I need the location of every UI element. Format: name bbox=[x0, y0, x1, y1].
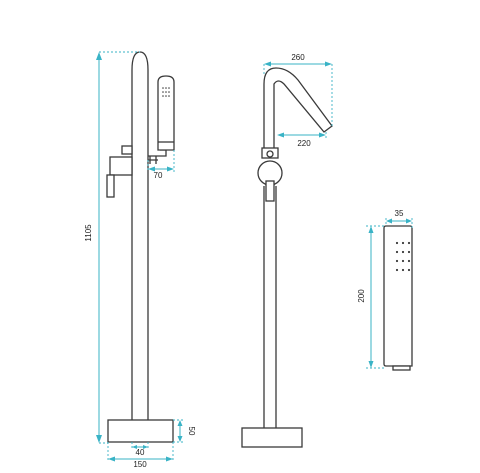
label-total-height: 1105 bbox=[84, 224, 93, 242]
front-mixer-body bbox=[109, 156, 133, 176]
front-mixer-handle bbox=[106, 174, 115, 198]
label-handshower-length: 200 bbox=[357, 289, 366, 303]
front-diverter-knob bbox=[121, 145, 133, 155]
label-base-width: 150 bbox=[133, 460, 147, 469]
label-base-height: 50 bbox=[187, 427, 196, 436]
front-base bbox=[107, 419, 174, 443]
front-handshower bbox=[157, 75, 175, 151]
detail-handshower-tip bbox=[392, 365, 411, 371]
side-spout bbox=[263, 67, 333, 150]
label-handshower-width: 35 bbox=[395, 209, 404, 218]
label-handshower-offset: 70 bbox=[154, 171, 163, 180]
front-view bbox=[106, 51, 175, 443]
label-pipe-offset: 40 bbox=[136, 448, 145, 457]
side-column bbox=[263, 186, 277, 428]
front-handshower-holder bbox=[148, 149, 167, 157]
side-mixer-handle bbox=[265, 180, 275, 202]
handshower-detail bbox=[383, 225, 413, 371]
side-view bbox=[241, 67, 333, 448]
side-valve-cap bbox=[266, 150, 274, 158]
detail-handshower-holes bbox=[395, 241, 411, 272]
detail-dimensions: 35 200 bbox=[357, 209, 413, 369]
label-spout-outlet: 220 bbox=[297, 139, 311, 148]
front-handshower-holes bbox=[162, 87, 170, 97]
front-hose-connector bbox=[148, 156, 158, 164]
label-spout-reach: 260 bbox=[291, 53, 305, 62]
detail-handshower-body bbox=[383, 225, 413, 367]
side-dimensions: 260 220 bbox=[263, 53, 333, 148]
side-base bbox=[241, 427, 303, 448]
front-dimensions: 1105 70 50 40 150 bbox=[84, 51, 196, 469]
front-column bbox=[131, 51, 149, 440]
